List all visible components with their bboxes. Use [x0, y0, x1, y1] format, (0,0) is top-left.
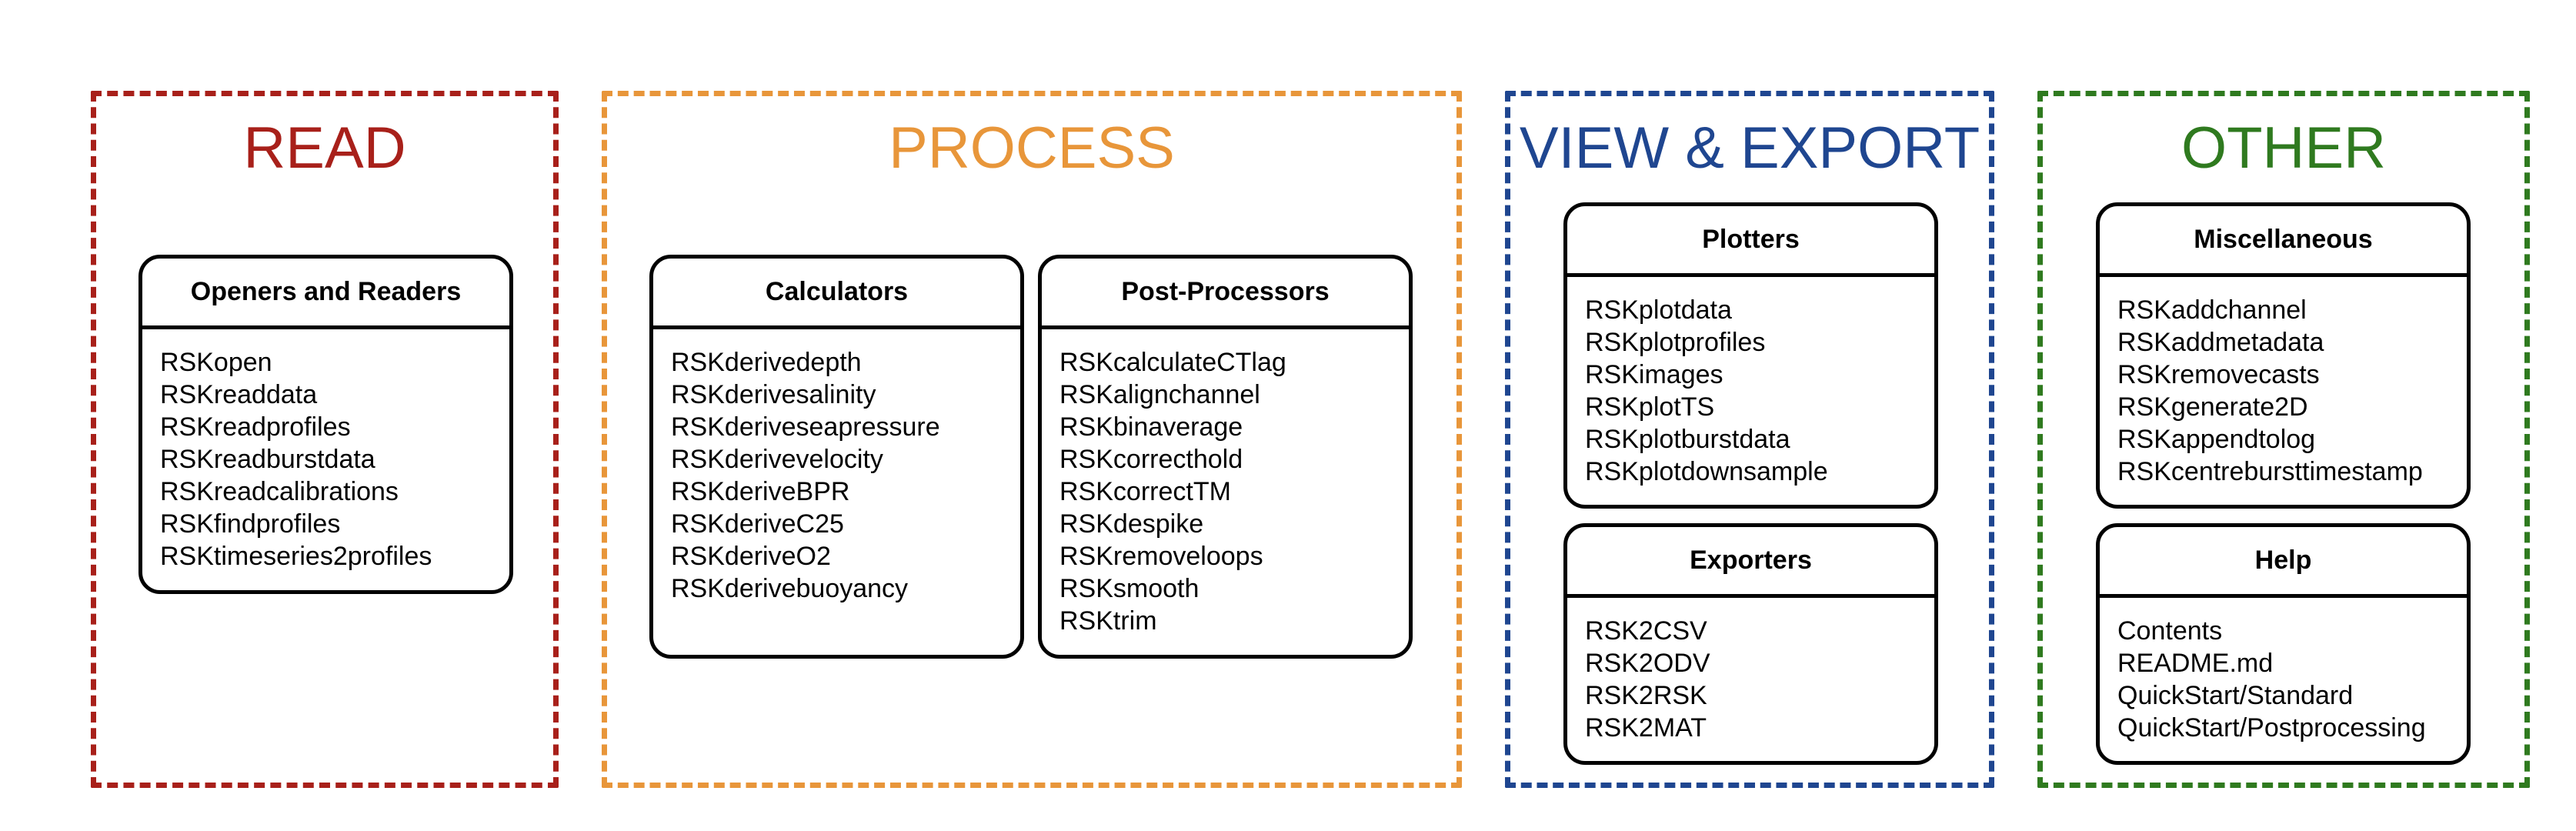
- list-item: RSKbinaverage: [1059, 412, 1243, 442]
- read-group: READ Openers and Readers RSKopen RSKread…: [91, 91, 559, 788]
- list-item: RSK2RSK: [1585, 681, 1707, 710]
- other-group: OTHER Miscellaneous RSKaddchannel RSKadd…: [2037, 91, 2530, 788]
- list-item: RSKderiveseapressure: [671, 412, 940, 442]
- list-item: RSKappendtolog: [2117, 425, 2316, 454]
- read-group-title: READ: [243, 115, 406, 181]
- list-item: RSKfindprofiles: [160, 509, 341, 539]
- function-list: Contents README.md QuickStart/Standard Q…: [2100, 598, 2467, 744]
- list-item: RSK2MAT: [1585, 713, 1707, 743]
- list-item: RSKaddchannel: [2117, 295, 2307, 325]
- list-item: RSKreadcalibrations: [160, 477, 399, 506]
- process-group: PROCESS Calculators RSKderivedepth RSKde…: [602, 91, 1462, 788]
- list-item: README.md: [2117, 649, 2274, 678]
- list-item: RSKderiveBPR: [671, 477, 850, 506]
- list-item: RSKtimeseries2profiles: [160, 542, 432, 571]
- list-item: RSKderiveO2: [671, 542, 831, 571]
- box-title: Plotters: [1567, 206, 1934, 277]
- function-list: RSKopen RSKreaddata RSKreadprofiles RSKr…: [142, 329, 509, 572]
- function-list: RSKaddchannel RSKaddmetadata RSKremoveca…: [2100, 277, 2467, 488]
- process-group-title: PROCESS: [889, 115, 1175, 181]
- miscellaneous-box: Miscellaneous RSKaddchannel RSKaddmetada…: [2096, 202, 2471, 509]
- plotters-box: Plotters RSKplotdata RSKplotprofiles RSK…: [1563, 202, 1938, 509]
- list-item: QuickStart/Standard: [2117, 681, 2354, 710]
- list-item: RSKtrim: [1059, 606, 1157, 636]
- list-item: QuickStart/Postprocessing: [2117, 713, 2426, 743]
- list-item: RSKremovecasts: [2117, 360, 2320, 389]
- list-item: RSKderivedepth: [671, 348, 862, 377]
- list-item: RSKgenerate2D: [2117, 392, 2308, 422]
- list-item: RSKremoveloops: [1059, 542, 1263, 571]
- list-item: RSKdespike: [1059, 509, 1204, 539]
- list-item: RSKcorrecthold: [1059, 445, 1243, 474]
- function-list: RSKplotdata RSKplotprofiles RSKimages RS…: [1567, 277, 1934, 488]
- list-item: RSKplotprofiles: [1585, 328, 1766, 357]
- help-box: Help Contents README.md QuickStart/Stand…: [2096, 523, 2471, 765]
- openers-and-readers-box: Openers and Readers RSKopen RSKreaddata …: [138, 255, 513, 594]
- list-item: RSKreaddata: [160, 380, 318, 409]
- box-title: Exporters: [1567, 527, 1934, 598]
- list-item: RSKplotburstdata: [1585, 425, 1790, 454]
- view-export-group-title: VIEW & EXPORT: [1519, 115, 1980, 181]
- calculators-box: Calculators RSKderivedepth RSKderivesali…: [649, 255, 1024, 659]
- box-title: Calculators: [653, 259, 1020, 329]
- post-processors-box: Post-Processors RSKcalculateCTlag RSKali…: [1038, 255, 1413, 659]
- list-item: RSKsmooth: [1059, 574, 1200, 603]
- list-item: RSKalignchannel: [1059, 380, 1260, 409]
- box-title: Post-Processors: [1042, 259, 1409, 329]
- view-export-group: VIEW & EXPORT Plotters RSKplotdata RSKpl…: [1505, 91, 1994, 788]
- list-item: RSKcalculateCTlag: [1059, 348, 1286, 377]
- list-item: RSKderivesalinity: [671, 380, 876, 409]
- list-item: RSKcentrebursttimestamp: [2117, 457, 2423, 486]
- list-item: RSKderiveC25: [671, 509, 844, 539]
- box-title: Openers and Readers: [142, 259, 509, 329]
- list-item: RSKopen: [160, 348, 272, 377]
- list-item: RSKderivebuoyancy: [671, 574, 909, 603]
- list-item: RSKreadburstdata: [160, 445, 375, 474]
- list-item: RSKimages: [1585, 360, 1723, 389]
- box-title: Help: [2100, 527, 2467, 598]
- list-item: RSKplotdownsample: [1585, 457, 1828, 486]
- box-title: Miscellaneous: [2100, 206, 2467, 277]
- list-item: RSK2ODV: [1585, 649, 1710, 678]
- function-list: RSKcalculateCTlag RSKalignchannel RSKbin…: [1042, 329, 1409, 637]
- list-item: RSKderivevelocity: [671, 445, 883, 474]
- other-group-title: OTHER: [2181, 115, 2386, 181]
- function-list: RSKderivedepth RSKderivesalinity RSKderi…: [653, 329, 1020, 605]
- list-item: RSKaddmetadata: [2117, 328, 2324, 357]
- list-item: RSK2CSV: [1585, 616, 1707, 646]
- list-item: RSKreadprofiles: [160, 412, 351, 442]
- function-list: RSK2CSV RSK2ODV RSK2RSK RSK2MAT: [1567, 598, 1934, 744]
- list-item: RSKplotTS: [1585, 392, 1715, 422]
- list-item: RSKcorrectTM: [1059, 477, 1231, 506]
- list-item: Contents: [2117, 616, 2223, 646]
- exporters-box: Exporters RSK2CSV RSK2ODV RSK2RSK RSK2MA…: [1563, 523, 1938, 765]
- list-item: RSKplotdata: [1585, 295, 1732, 325]
